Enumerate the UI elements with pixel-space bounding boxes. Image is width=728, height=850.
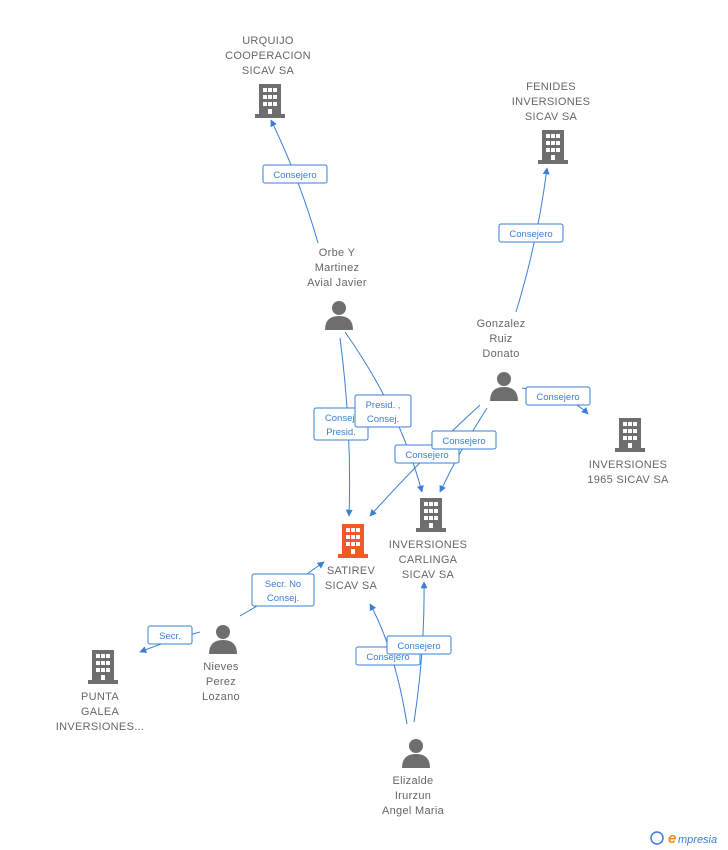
building-icon: [538, 130, 568, 164]
node-label: INVERSIONES: [512, 96, 591, 108]
node-carlinga[interactable]: INVERSIONES CARLINGA SICAV SA: [389, 498, 468, 581]
person-icon: [209, 625, 237, 654]
node-label: Orbe Y: [319, 247, 356, 259]
edge-label-elizalde-carlinga[interactable]: Consejero: [386, 635, 452, 655]
node-label: Perez: [206, 676, 236, 688]
edge-label-text: Secr. No: [265, 579, 301, 590]
node-fenides[interactable]: FENIDES INVERSIONES SICAV SA: [512, 81, 591, 164]
person-icon: [490, 372, 518, 401]
node-label: SATIREV: [327, 565, 376, 577]
node-label: INVERSIONES: [389, 539, 468, 551]
node-label: Avial Javier: [307, 277, 367, 289]
node-label: CARLINGA: [399, 554, 458, 566]
edge-label-text: Consej.: [325, 413, 357, 424]
node-urquijo[interactable]: URQUIJO COOPERACION SICAV SA: [225, 35, 311, 118]
edge-label-text: Consej.: [267, 593, 299, 604]
building-icon: [255, 84, 285, 118]
node-label: Martinez: [315, 262, 360, 274]
node-label: 1965 SICAV SA: [587, 474, 669, 486]
node-gonzalez[interactable]: Gonzalez Ruiz Donato: [477, 318, 526, 401]
edge-label-gonzalez-fenides[interactable]: Consejero: [498, 223, 564, 243]
edge-label-text: Consejero: [273, 170, 316, 181]
edge-label-nieves-satirev[interactable]: Secr. No Consej.: [251, 573, 315, 607]
person-icon: [402, 739, 430, 768]
edge-label-text: Consejero: [405, 450, 448, 461]
edge-label-text: Consejero: [397, 641, 440, 652]
node-label: PUNTA: [81, 691, 119, 703]
edge-label-text: Consejero: [536, 392, 579, 403]
node-label: COOPERACION: [225, 50, 311, 62]
node-label: SICAV SA: [242, 65, 295, 77]
node-label: Angel Maria: [382, 805, 445, 817]
person-icon: [325, 301, 353, 330]
node-label: SICAV SA: [325, 580, 378, 592]
copyright-icon: [650, 831, 664, 845]
building-icon: [416, 498, 446, 532]
edge-label-gonzalez-carlinga[interactable]: Consejero: [431, 430, 497, 450]
edge-label-text: Secr.: [159, 631, 181, 642]
node-label: Lozano: [202, 691, 240, 703]
edge-line-gonzalez-carlinga: [439, 407, 488, 493]
node-label: SICAV SA: [525, 111, 578, 123]
node-nieves[interactable]: Nieves Perez Lozano: [202, 625, 240, 703]
building-icon: [88, 650, 118, 684]
brand-footer: © e mpresia: [650, 830, 717, 847]
edge-label-text: Presid. ,: [366, 400, 401, 411]
edge-labels: Consejero Consejero Consej. Presid. Pres…: [147, 164, 591, 666]
node-label: Gonzalez: [477, 318, 526, 330]
node-label: FENIDES: [526, 81, 576, 93]
edge-label-nieves-punta[interactable]: Secr.: [147, 625, 193, 645]
node-label: GALEA: [81, 706, 120, 718]
node-label: Nieves: [203, 661, 239, 673]
edge-label-text: Consejero: [509, 229, 552, 240]
node-satirev[interactable]: SATIREV SICAV SA: [325, 524, 378, 592]
node-label: Irurzun: [395, 790, 431, 802]
node-label: URQUIJO: [242, 35, 294, 47]
node-orbe[interactable]: Orbe Y Martinez Avial Javier: [307, 247, 367, 330]
node-label: INVERSIONES: [589, 459, 668, 471]
node-elizalde[interactable]: Elizalde Irurzun Angel Maria: [382, 739, 445, 817]
edge-label-text: Consej.: [367, 414, 399, 425]
node-inversiones-1965[interactable]: INVERSIONES 1965 SICAV SA: [587, 418, 669, 486]
node-label: Elizalde: [393, 775, 434, 787]
edge-label-orbe-carlinga[interactable]: Presid. , Consej.: [354, 394, 412, 428]
edge-label-orbe-urquijo[interactable]: Consejero: [262, 164, 328, 184]
node-label: INVERSIONES...: [56, 721, 145, 733]
brand-initial: e: [668, 830, 676, 847]
edge-label-text: Consejero: [442, 436, 485, 447]
building-icon: [615, 418, 645, 452]
node-punta-galea[interactable]: PUNTA GALEA INVERSIONES...: [56, 650, 145, 733]
brand-name: mpresia: [678, 834, 717, 846]
node-label: Donato: [482, 348, 519, 360]
edge-label-gonzalez-1965[interactable]: Consejero: [525, 386, 591, 406]
edge-label-text: Presid.: [326, 427, 356, 438]
node-label: Ruiz: [489, 333, 512, 345]
node-label: SICAV SA: [402, 569, 455, 581]
edge-label-text: Consejero: [366, 652, 409, 663]
building-icon: [338, 524, 368, 558]
